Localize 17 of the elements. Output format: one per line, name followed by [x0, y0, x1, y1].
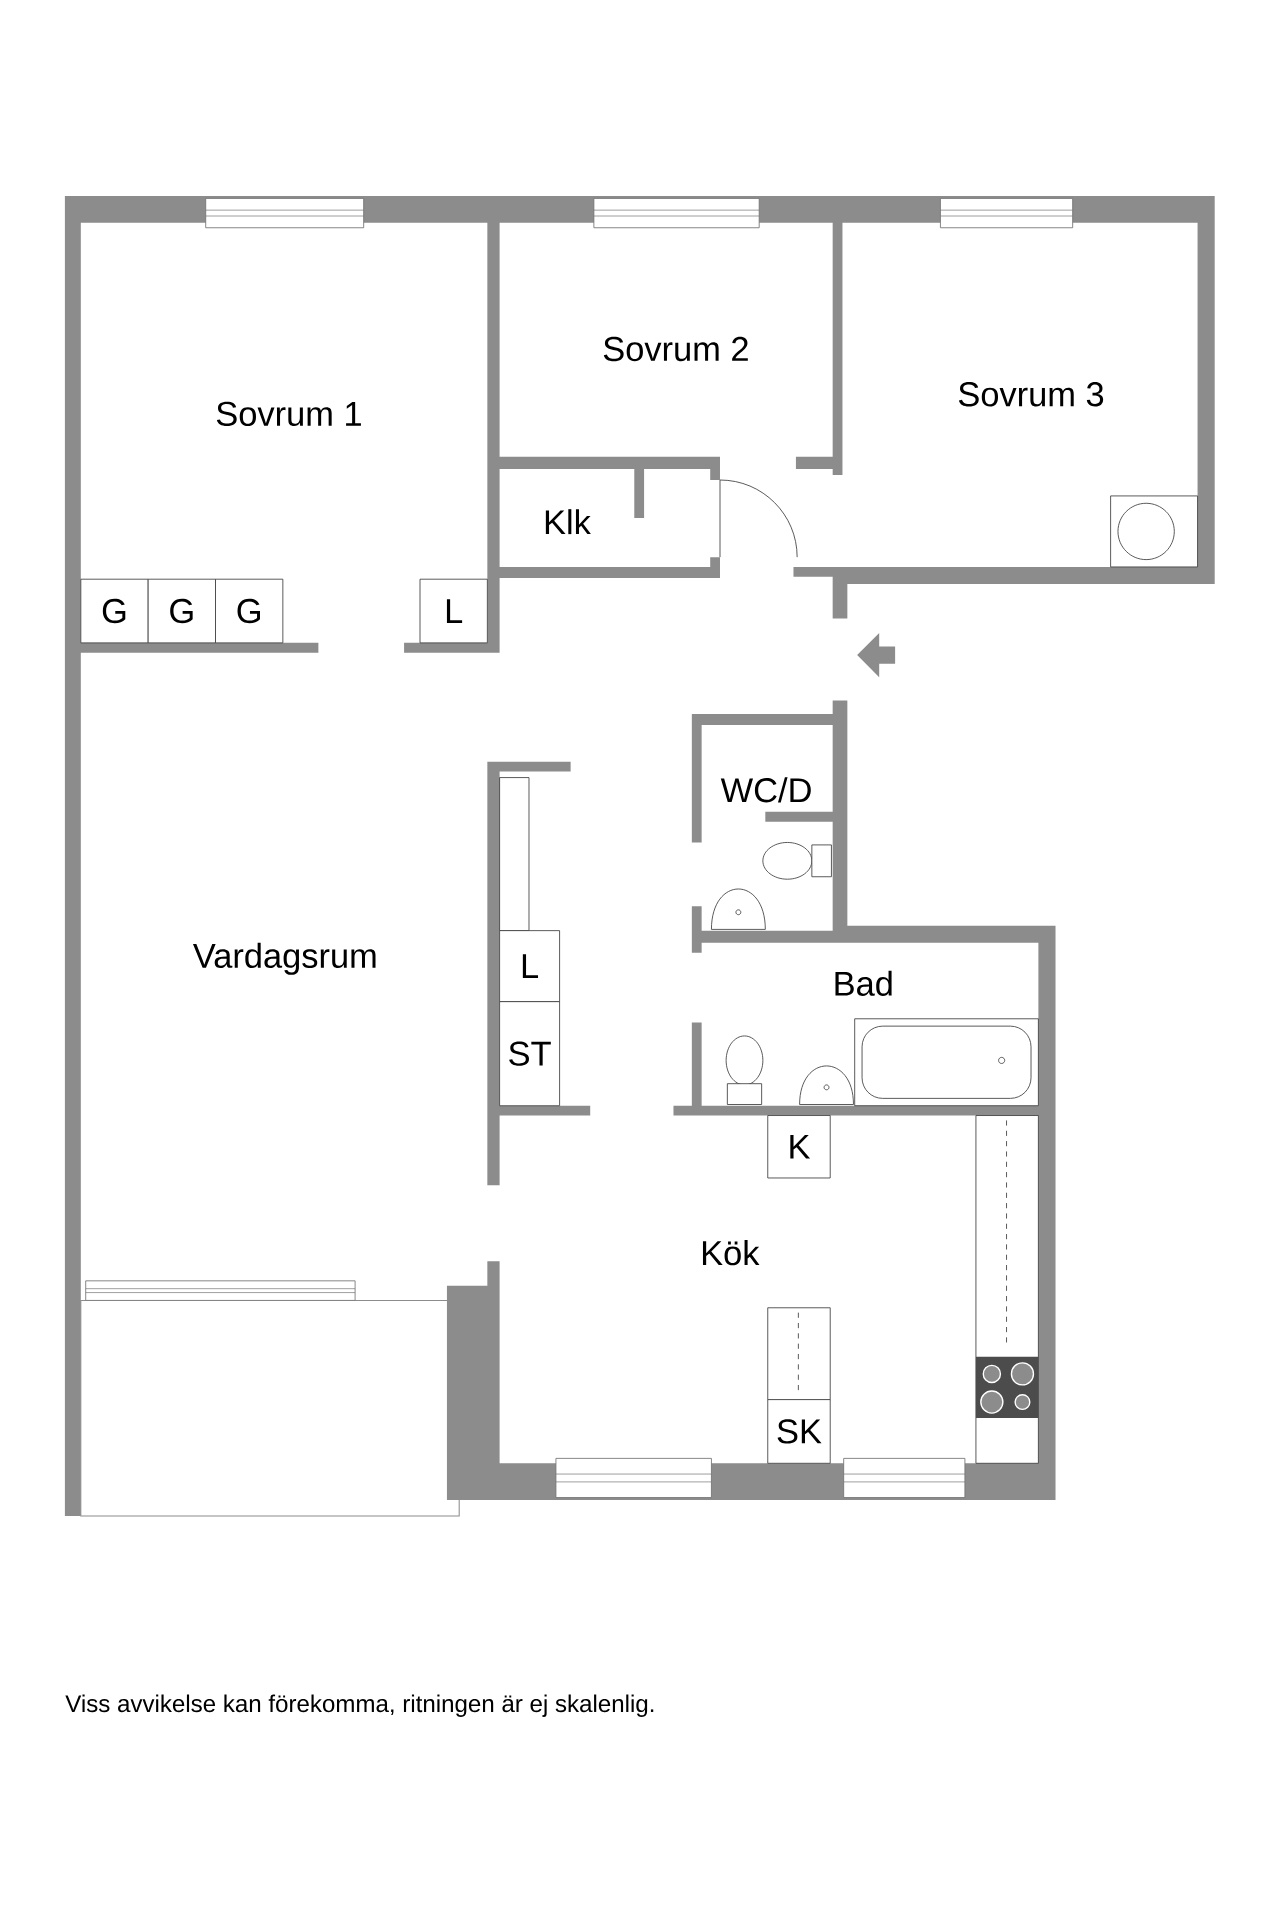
cabinet-box: K [767, 1115, 831, 1179]
cabinet-box: G [215, 578, 284, 644]
room-label: Bad [835, 970, 892, 996]
room-label: Sovrum 3 [959, 382, 1104, 407]
cabinet-box: G [80, 578, 149, 644]
room-label: Sovrum 1 [217, 401, 362, 427]
room-label: Kök [703, 1240, 760, 1266]
cabinet-box: L [499, 930, 561, 1003]
room-label: WC/D [721, 777, 811, 803]
cabinet-box: ST [499, 1001, 561, 1107]
room-label: Klk [546, 509, 592, 535]
cabinet-box: L [419, 578, 488, 644]
room-label: Vardagsrum [193, 942, 376, 975]
room-label: Sovrum 2 [604, 336, 748, 362]
cabinet-box: G [147, 578, 217, 644]
caption: Viss avvikelse kan förekomma, ritningen är ej skalenlig. [65, 1694, 654, 1717]
cabinet-box: SK [767, 1399, 831, 1464]
